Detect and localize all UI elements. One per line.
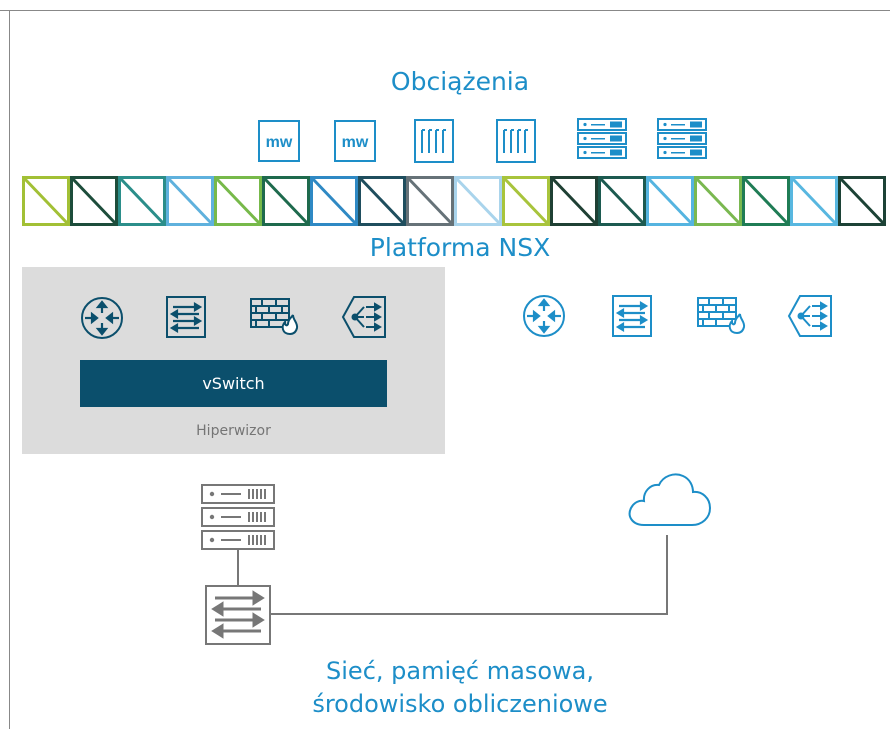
firewall-icon: [250, 298, 299, 336]
truss-segment: [454, 176, 502, 226]
switch-icon: [166, 296, 206, 338]
truss-segment: [22, 176, 70, 226]
truss-segment: [406, 176, 454, 226]
truss-segment: [646, 176, 694, 226]
truss-segment: [262, 176, 310, 226]
infrastructure-label: Sieć, pamięć masowa, środowisko obliczen…: [260, 655, 660, 721]
server-stack-icon: [577, 118, 627, 159]
workload-app-icon: mw: [334, 120, 376, 162]
firewall-icon: [697, 297, 746, 335]
truss-segment: [214, 176, 262, 226]
vswitch-bar: vSwitch: [80, 360, 387, 407]
physical-switch-icon: [205, 585, 271, 645]
truss-segment: [118, 176, 166, 226]
truss-segment: [742, 176, 790, 226]
workloads-title: Obciążenia: [390, 67, 530, 96]
platform-title: Platforma NSX: [369, 233, 551, 262]
hypervisor-label: Hiperwizor: [196, 423, 271, 439]
load-balancer-icon: [341, 296, 386, 338]
truss-segment: [838, 176, 886, 226]
server-stack-icon: [657, 118, 707, 159]
frame-top-border: [0, 10, 890, 11]
infrastructure-label-line1: Sieć, pamięć masowa,: [326, 657, 594, 685]
container-icon: [414, 119, 454, 163]
vswitch-label: vSwitch: [202, 374, 265, 393]
truss-segment: [166, 176, 214, 226]
truss-segment: [502, 176, 550, 226]
truss-segment: [694, 176, 742, 226]
truss-segment: [550, 176, 598, 226]
truss-segment: [70, 176, 118, 226]
workload-app-label: mw: [342, 134, 369, 151]
nsx-platform-band: [22, 176, 886, 226]
truss-segment: [598, 176, 646, 226]
infrastructure-label-line2: środowisko obliczeniowe: [312, 690, 608, 718]
truss-segment: [310, 176, 358, 226]
server-stack-icon: [201, 484, 275, 550]
workload-app-label: mw: [266, 134, 293, 151]
router-icon: [81, 297, 123, 339]
cloud-icon: [628, 473, 712, 526]
load-balancer-icon: [787, 295, 832, 337]
router-icon: [523, 295, 565, 337]
frame-left-border: [9, 10, 10, 729]
truss-segment: [358, 176, 406, 226]
switch-icon: [612, 295, 652, 337]
workload-app-icon: mw: [258, 120, 300, 162]
container-icon: [496, 119, 536, 163]
truss-segment: [790, 176, 838, 226]
